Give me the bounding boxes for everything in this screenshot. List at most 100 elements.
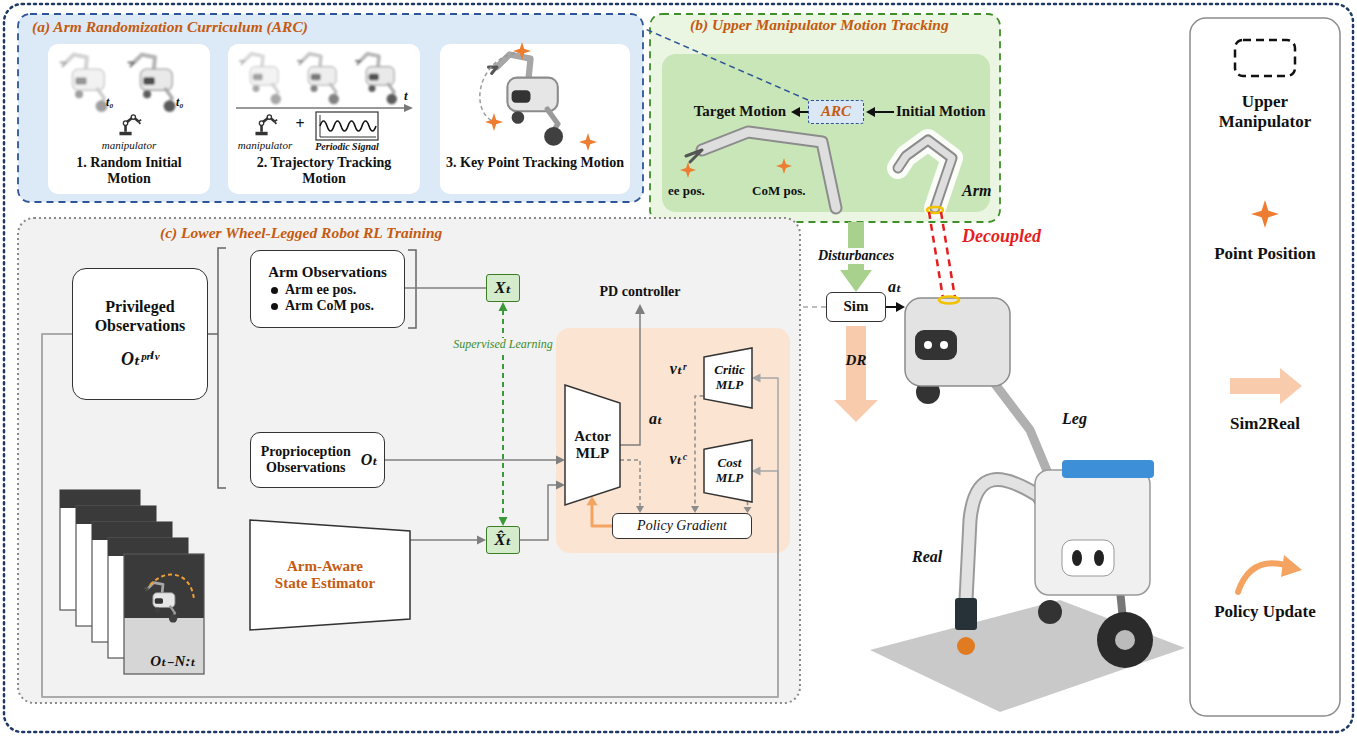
connector-line [620,460,640,507]
sim-robot [939,297,959,304]
node-text: t₀ [176,96,184,110]
node-text: (c) Lower Wheel-Legged Robot RL Training [160,224,442,242]
sim-to-robot-arrow [896,302,905,312]
target-arm [702,132,836,208]
legend-samples [1281,555,1302,577]
legend-text: Point Position [1205,244,1325,264]
node-text: Oₜ [361,451,378,469]
node-text: manipulator [102,139,156,152]
mlp-trapezoid-outline [704,348,752,408]
real-robot-photo [870,600,1185,712]
node-text: Sim [843,298,868,315]
legend-samples [1251,200,1279,228]
text-holder: Sim2Real [1200,414,1330,434]
node-text: 1. Random Initial Motion [54,155,204,187]
real-robot-photo [966,480,1045,600]
node-text: Target Motion [694,103,786,120]
text-holder: manipulator [102,139,156,152]
node-text: CoM pos. [752,184,805,199]
sim-robot [924,341,932,349]
observation-brackets [205,248,226,488]
node-text: Periodic Signal [315,141,379,153]
real-robot-photo [1062,540,1114,576]
node-text: (a) Arm Randomization Curriculum (ARC) [32,18,308,36]
observation-brackets [205,248,416,488]
node-text: Oₜ₋N:ₜ [150,653,196,670]
node-text: PD controller [600,284,681,300]
sim-robot [940,341,948,349]
text-holder: Disturbances [815,248,897,264]
node-text: Proprioception Observations [257,444,355,476]
node-text: 2. Trajectory Tracking Motion [234,155,414,187]
connector [620,460,644,513]
arrow-head [499,517,508,526]
card2-art [240,54,281,104]
target-arm [686,150,702,162]
connector-line [405,287,486,289]
decoupled-link [929,212,955,298]
node-text: Policy Gradient [637,518,727,534]
legend-text: Policy Update [1205,602,1325,622]
legend-samples [1230,368,1302,404]
card3-art [480,42,597,151]
connector [385,456,565,465]
connector [800,307,826,308]
node-text: aₜ [649,410,663,428]
text-holder: t₀ [176,96,184,110]
state-box: Xₜ [486,274,520,302]
observation-stack [124,618,204,674]
real-robot-photo [1094,550,1104,566]
observation-stack [60,490,140,508]
arrow-head [752,467,761,476]
mlp-trapezoid: Cost MLP [704,440,752,502]
initial-arm [898,140,952,208]
card1-art [61,55,176,136]
decoupled-link [929,212,943,298]
arrow-head [556,456,565,465]
connector [499,302,508,526]
card3-art [513,42,531,60]
text-holder: (a) Arm Randomization Curriculum (ARC) [32,18,308,36]
text-holder: 3. Key Point Tracking Motion [445,155,625,171]
arrow-head [752,374,761,383]
card-bg [48,44,210,194]
text-holder: (b) Upper Manipulator Motion Tracking [690,16,949,34]
panel-c-bg [18,218,800,703]
node-text: Actor MLP [570,428,616,463]
motion-arrows [874,111,894,113]
sim-robot [992,380,1050,478]
node-text: ARC [821,103,851,120]
real-robot-photo [1072,550,1082,566]
real-robot-photo [966,480,1045,600]
sim-to-robot-arrow [886,306,897,308]
card-bg [228,44,420,194]
panel-b-inner [662,54,990,212]
connector-line [800,306,826,308]
connector [643,28,808,100]
observation-stack [92,522,172,540]
text-holder: Policy Update [1205,602,1325,622]
text-holder: Target Motion [694,103,786,120]
text-holder: Leg [1062,410,1087,428]
arrow-head [840,270,872,292]
legend-panel [1190,18,1340,716]
node-text: t [404,89,408,104]
real-robot-photo [1097,612,1153,668]
card2-art [236,107,405,109]
legend-text: Upper Manipulator [1195,92,1335,131]
connector-line [747,501,749,507]
node-text: ee pos. [668,184,705,199]
card2-art [316,112,378,140]
text-holder: DR [846,352,867,369]
connector [587,496,613,526]
target-arm [702,132,836,208]
arrow-head [691,506,699,513]
initial-arm [898,140,952,213]
policy-region [556,328,790,553]
node-text: Xₜ [494,278,512,298]
connector [691,396,704,513]
card2-art [320,121,376,131]
card1-art [129,55,176,112]
card2-art [236,54,413,140]
sim-box: Sim [826,292,886,322]
